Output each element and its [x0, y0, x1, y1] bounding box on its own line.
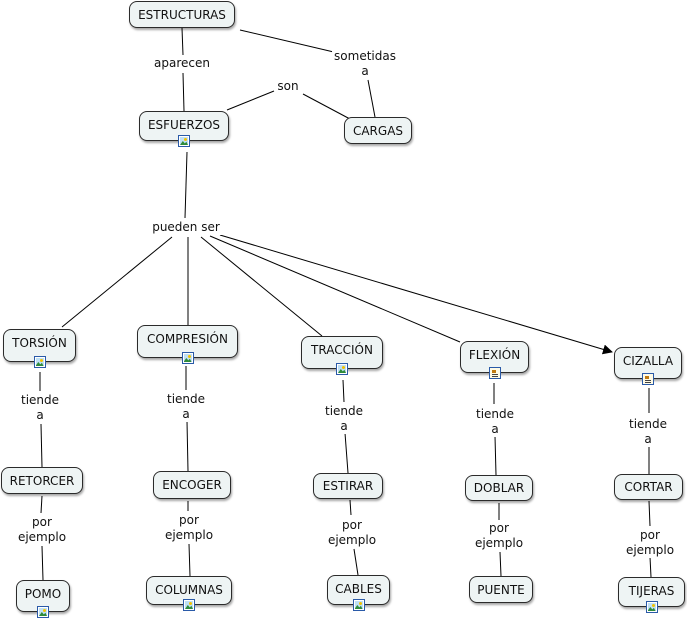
concept-cortar[interactable]: CORTAR — [614, 474, 683, 500]
image-resource-icon[interactable] — [336, 363, 348, 375]
concept-pomo[interactable]: POMO — [16, 580, 70, 618]
document-resource-icon[interactable] — [642, 373, 654, 385]
concept-label: POMO — [24, 587, 62, 601]
connector — [186, 420, 189, 472]
concept-esfuerzos[interactable]: ESFUERZOS — [139, 111, 229, 147]
concept-label: CARGAS — [352, 123, 404, 138]
image-resource-icon[interactable] — [37, 606, 49, 618]
link-label-pueden-ser: pueden ser — [150, 220, 222, 235]
connector — [61, 236, 173, 328]
concept-torsion[interactable]: TORSIÓN — [3, 329, 76, 368]
concept-label: RETORCER — [9, 473, 75, 488]
concept-label: ENCOGER — [162, 478, 222, 492]
link-label-son: son — [275, 79, 301, 94]
concept-columnas[interactable]: COLUMNAS — [146, 576, 232, 611]
connector — [367, 79, 376, 118]
concept-label: ESFUERZOS — [147, 118, 221, 132]
concept-label: CIZALLA — [622, 354, 674, 368]
concept-label: COLUMNAS — [155, 583, 223, 597]
concept-estructuras[interactable]: ESTRUCTURAS — [129, 1, 235, 28]
concept-label: ESTIRAR — [322, 479, 374, 493]
connector — [200, 236, 323, 337]
connector — [209, 235, 461, 343]
connector — [188, 543, 191, 577]
concept-traccion[interactable]: TRACCIÓN — [301, 336, 383, 375]
concept-puente[interactable]: PUENTE — [469, 576, 533, 603]
image-resource-icon[interactable] — [352, 599, 365, 611]
connector — [184, 151, 188, 219]
concept-cables[interactable]: CABLES — [327, 575, 390, 611]
concept-label: COMPRESIÓN — [147, 332, 228, 346]
concept-cargas[interactable]: CARGAS — [344, 117, 412, 144]
concept-label: PUENTE — [477, 582, 525, 597]
connector — [353, 548, 359, 576]
connector — [226, 90, 275, 111]
connector — [40, 495, 43, 514]
image-resource-icon[interactable] — [33, 356, 46, 368]
concept-label: TIJERAS — [628, 584, 675, 598]
concept-label: CORTAR — [624, 480, 673, 494]
concept-retorcer[interactable]: RETORCER — [1, 467, 83, 494]
concept-label: TRACCIÓN — [311, 343, 373, 357]
concept-cizalla[interactable]: CIZALLA — [614, 347, 682, 385]
concept-tijeras[interactable]: TIJERAS — [618, 577, 685, 613]
connector — [182, 72, 185, 112]
image-resource-icon[interactable] — [178, 135, 190, 147]
connector — [349, 499, 352, 516]
image-resource-icon[interactable] — [181, 352, 194, 364]
concept-label: ESTRUCTURAS — [138, 7, 226, 22]
connector — [41, 545, 44, 581]
connector — [40, 423, 43, 468]
concept-label: FLEXIÓN — [468, 348, 521, 362]
document-resource-icon[interactable] — [488, 367, 501, 379]
image-resource-icon[interactable] — [645, 601, 658, 613]
link-label-aparecen: aparecen — [152, 56, 212, 71]
concept-compresion[interactable]: COMPRESIÓN — [137, 325, 238, 364]
connector — [302, 93, 351, 120]
connector — [494, 435, 497, 476]
concept-flexion[interactable]: FLEXIÓN — [460, 341, 529, 379]
concept-encoger[interactable]: ENCOGER — [153, 471, 231, 499]
connector — [499, 551, 502, 577]
connector — [344, 432, 349, 474]
concept-label: CABLES — [335, 582, 382, 596]
connector — [181, 27, 184, 56]
concept-label: TORSIÓN — [12, 336, 67, 350]
connector — [239, 29, 339, 54]
concept-doblar[interactable]: DOBLAR — [465, 475, 533, 501]
connector — [342, 379, 345, 403]
connector — [219, 234, 613, 355]
image-resource-icon[interactable] — [183, 599, 195, 611]
concept-label: DOBLAR — [473, 481, 525, 495]
concept-estirar[interactable]: ESTIRAR — [313, 473, 383, 499]
connector — [649, 556, 652, 578]
connector — [648, 500, 651, 527]
